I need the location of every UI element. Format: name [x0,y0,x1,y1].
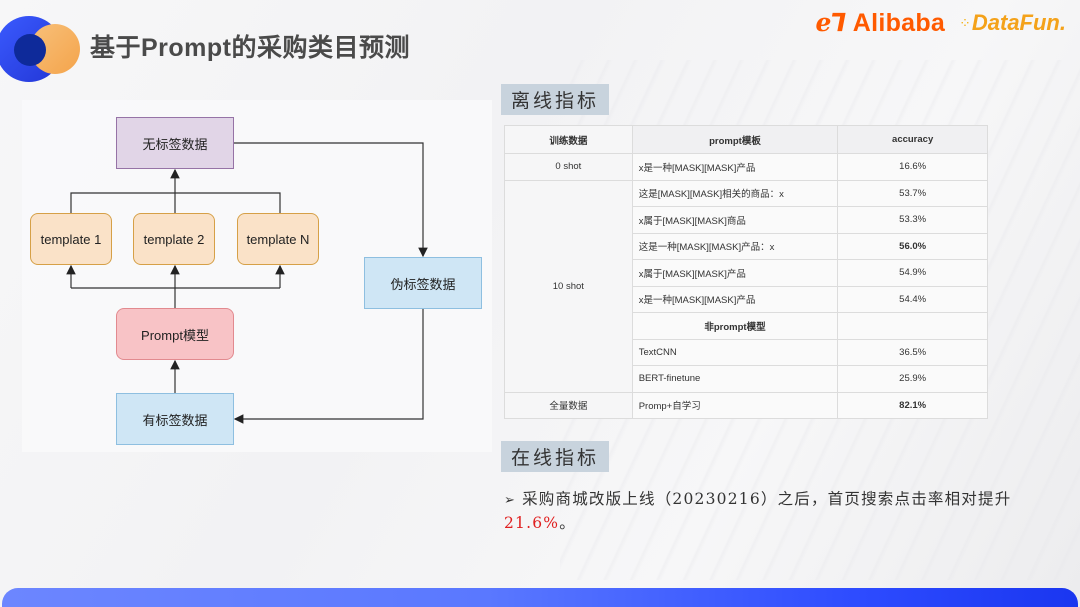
footer-bar [2,588,1078,607]
header-prompt-template: prompt模板 [631,125,839,154]
table-header-row: 训练数据 prompt模板 accuracy [504,125,988,154]
node-unlabeled-data: 无标签数据 [116,117,234,169]
arrow-bullet-icon: ➢ [504,493,517,508]
online-metrics-tag: 在线指标 [501,441,610,472]
table-row: 10 shot 这是[MASK][MASK]相关的商品：x 53.7% [504,179,988,393]
flow-diagram: 无标签数据 template 1 template 2 template N P… [22,100,492,452]
offline-metrics-tag: 离线指标 [501,84,610,115]
table-row: BERT-finetune 25.9% [505,365,988,393]
table-row: x属于[MASK][MASK]商品 53.3% [505,206,988,234]
alibaba-logo: ℯ⅂ Alibaba [815,9,946,37]
table-subheader-row: 非prompt模型 [505,312,988,340]
node-template-2: template 2 [133,213,215,265]
header-accuracy: accuracy [837,125,988,154]
page-title: 基于Prompt的采购类目预测 [90,34,411,62]
datafun-dots-icon: ⁘ [959,14,971,31]
table-row: x属于[MASK][MASK]产品 54.9% [505,259,988,287]
header-training-data: 训练数据 [504,125,633,154]
highlight-value: 21.6% [504,514,560,532]
node-template-1: template 1 [30,213,112,265]
alibaba-symbol-icon: ℯ⅂ [815,9,847,37]
node-prompt-model: Prompt模型 [116,308,234,360]
cell-10-shot: 10 shot [504,179,633,393]
table-row: 全量数据 Promp+自学习 82.1% [504,391,988,419]
subheader-non-prompt-model: 非prompt模型 [631,312,839,340]
table-row: 这是一种[MASK][MASK]产品：x 56.0% [505,232,988,260]
online-metrics-bullet: ➢采购商城改版上线（20230216）之后，首页搜索点击率相对提升 21.6%。 [504,490,1012,532]
diagram-connectors [66,142,428,424]
node-template-n: template N [237,213,319,265]
table-row: 0 shot x是一种[MASK][MASK]产品 16.6% [504,153,988,181]
brand-logos: ℯ⅂ Alibaba ⁘ DataFun. [816,8,1067,38]
datafun-logo: ⁘ DataFun. [959,10,1066,35]
node-pseudo-label-data: 伪标签数据 [364,257,482,309]
title-decoration-circles-icon [0,14,82,84]
offline-metrics-table: 训练数据 prompt模板 accuracy 0 shot x是一种[MASK]… [504,125,988,419]
node-labeled-data: 有标签数据 [116,393,234,445]
table-row: TextCNN 36.5% [505,338,988,366]
